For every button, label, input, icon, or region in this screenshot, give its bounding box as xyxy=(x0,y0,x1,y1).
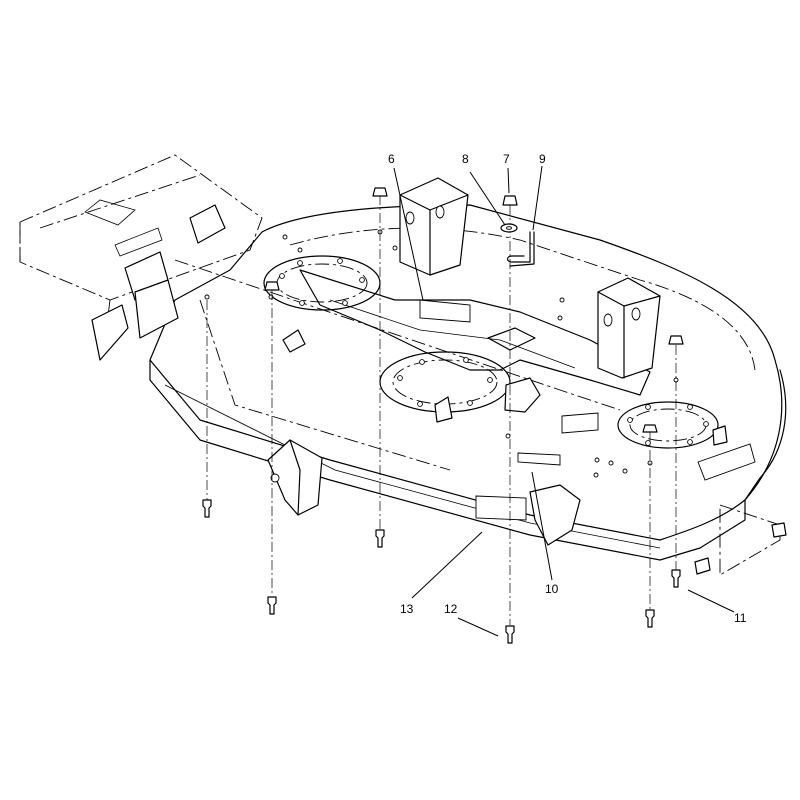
lift-bracket-right xyxy=(597,277,661,379)
callout-8: 8 xyxy=(462,152,469,166)
anti-scalp-bracket xyxy=(504,377,541,413)
callout-13: 13 xyxy=(400,602,414,616)
callout-10: 10 xyxy=(545,582,559,596)
bolt-icon xyxy=(671,569,681,588)
mower-deck-shell xyxy=(149,204,787,561)
fastener-centerlines xyxy=(206,195,677,625)
rear-baffle-phantom xyxy=(694,504,787,576)
deck-mounting-holes xyxy=(204,229,679,478)
front-hanger-brackets xyxy=(91,204,226,361)
bolt-icon xyxy=(375,529,385,548)
discharge-chute-phantom xyxy=(19,154,263,341)
hex-nut-icon xyxy=(642,424,658,433)
callout-leaders xyxy=(393,165,735,637)
callout-9: 9 xyxy=(539,152,546,166)
deck-decals xyxy=(419,299,756,521)
front-link-bracket xyxy=(267,439,323,516)
callout-7: 7 xyxy=(503,152,510,166)
hex-nut-icon xyxy=(502,195,518,206)
spindle-opening-left xyxy=(263,255,381,311)
bolt-icon xyxy=(267,596,277,615)
hardware-bolts xyxy=(202,499,681,644)
bolt-icon xyxy=(505,625,515,644)
j-bolt xyxy=(506,231,535,267)
bolt-icon xyxy=(202,499,212,518)
deck-center-frame xyxy=(299,269,651,396)
hex-nut-icon xyxy=(264,281,280,291)
hex-nut-icon xyxy=(372,187,388,197)
callout-6: 6 xyxy=(388,152,395,166)
hardware-nuts xyxy=(264,187,684,433)
callout-12: 12 xyxy=(444,602,458,616)
spindle-opening-right xyxy=(617,401,719,449)
hex-nut-icon xyxy=(668,335,684,345)
bolt-icon xyxy=(645,609,655,628)
callout-11: 11 xyxy=(734,611,747,625)
lift-bracket-left xyxy=(399,177,469,276)
